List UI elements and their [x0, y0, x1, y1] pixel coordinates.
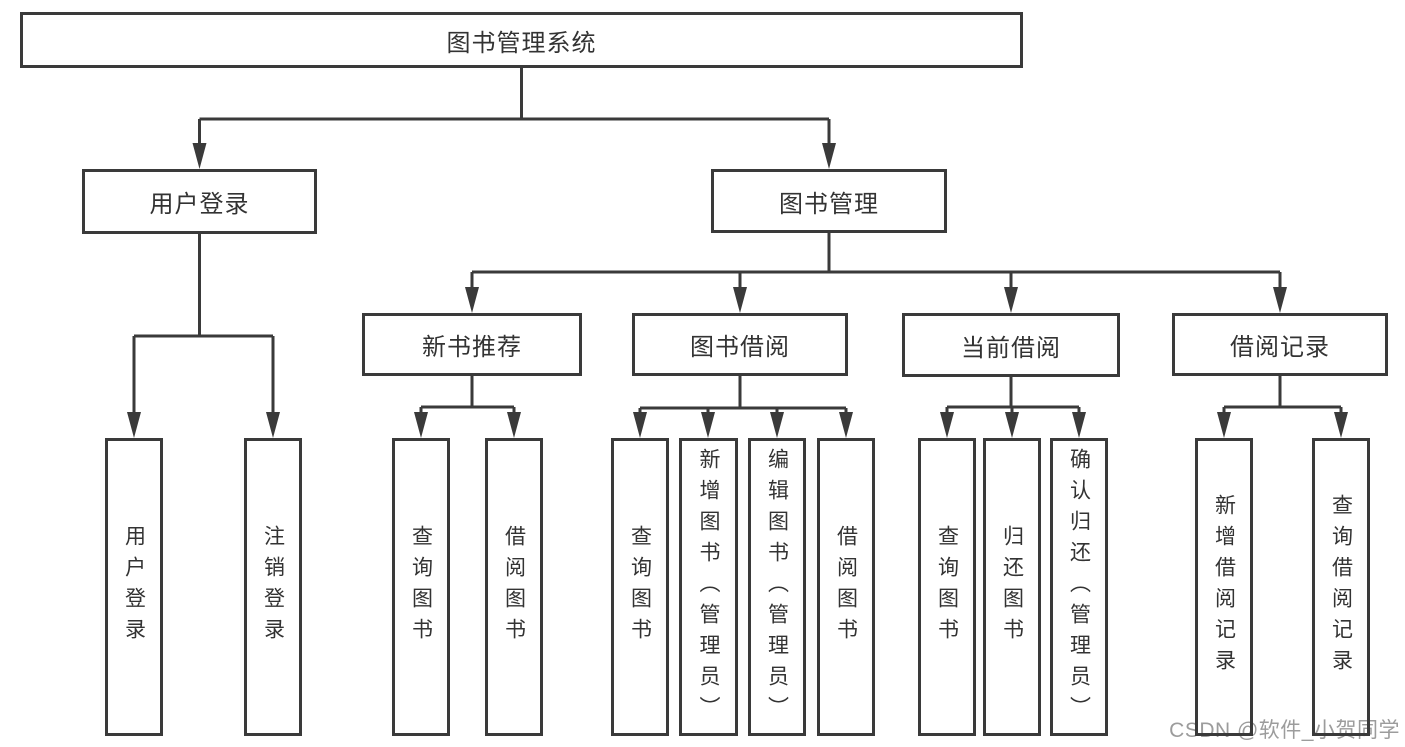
- node-borrow-record: 借阅记录: [1172, 313, 1388, 376]
- leaf-label: 查询图书: [935, 525, 959, 649]
- leaf-borrow-book: 借阅图书: [817, 438, 875, 736]
- leaf-return-book: 归还图书: [983, 438, 1041, 736]
- leaf-label: 用户登录: [122, 525, 146, 649]
- leaf-label: 编辑图书（管理员）: [765, 447, 789, 727]
- node-current-borrow: 当前借阅: [902, 313, 1120, 377]
- leaf-borrow-book: 借阅图书: [485, 438, 543, 736]
- leaf-query-book: 查询图书: [392, 438, 450, 736]
- leaf-label: 归还图书: [1000, 525, 1024, 649]
- leaf-add-book-admin: 新增图书（管理员）: [679, 438, 738, 736]
- node-user-login: 用户登录: [82, 169, 317, 234]
- leaf-user-login: 用户登录: [105, 438, 163, 736]
- leaf-label: 查询图书: [409, 525, 433, 649]
- node-root-system: 图书管理系统: [20, 12, 1023, 68]
- watermark: CSDN @软件_小贺同学: [1169, 719, 1400, 742]
- leaf-query-book: 查询图书: [611, 438, 669, 736]
- node-book-management: 图书管理: [711, 169, 947, 233]
- leaf-label: 新增图书（管理员）: [697, 447, 720, 727]
- leaf-label: 注销登录: [261, 525, 285, 649]
- leaf-confirm-return-admin: 确认归还（管理员）: [1050, 438, 1108, 736]
- leaf-label: 借阅图书: [502, 525, 526, 649]
- leaf-label: 借阅图书: [834, 525, 858, 649]
- leaf-label: 查询图书: [628, 525, 652, 649]
- leaf-label: 新增借阅记录: [1212, 494, 1236, 680]
- node-new-book-recommend: 新书推荐: [362, 313, 582, 376]
- leaf-query-borrow-record: 查询借阅记录: [1312, 438, 1370, 736]
- node-book-borrow: 图书借阅: [632, 313, 848, 376]
- leaf-edit-book-admin: 编辑图书（管理员）: [748, 438, 806, 736]
- leaf-label: 确认归还（管理员）: [1067, 447, 1091, 727]
- leaf-label: 查询借阅记录: [1329, 494, 1353, 680]
- leaf-query-book: 查询图书: [918, 438, 976, 736]
- leaf-add-borrow-record: 新增借阅记录: [1195, 438, 1253, 736]
- leaf-logout: 注销登录: [244, 438, 302, 736]
- arrowheads: [127, 143, 1348, 438]
